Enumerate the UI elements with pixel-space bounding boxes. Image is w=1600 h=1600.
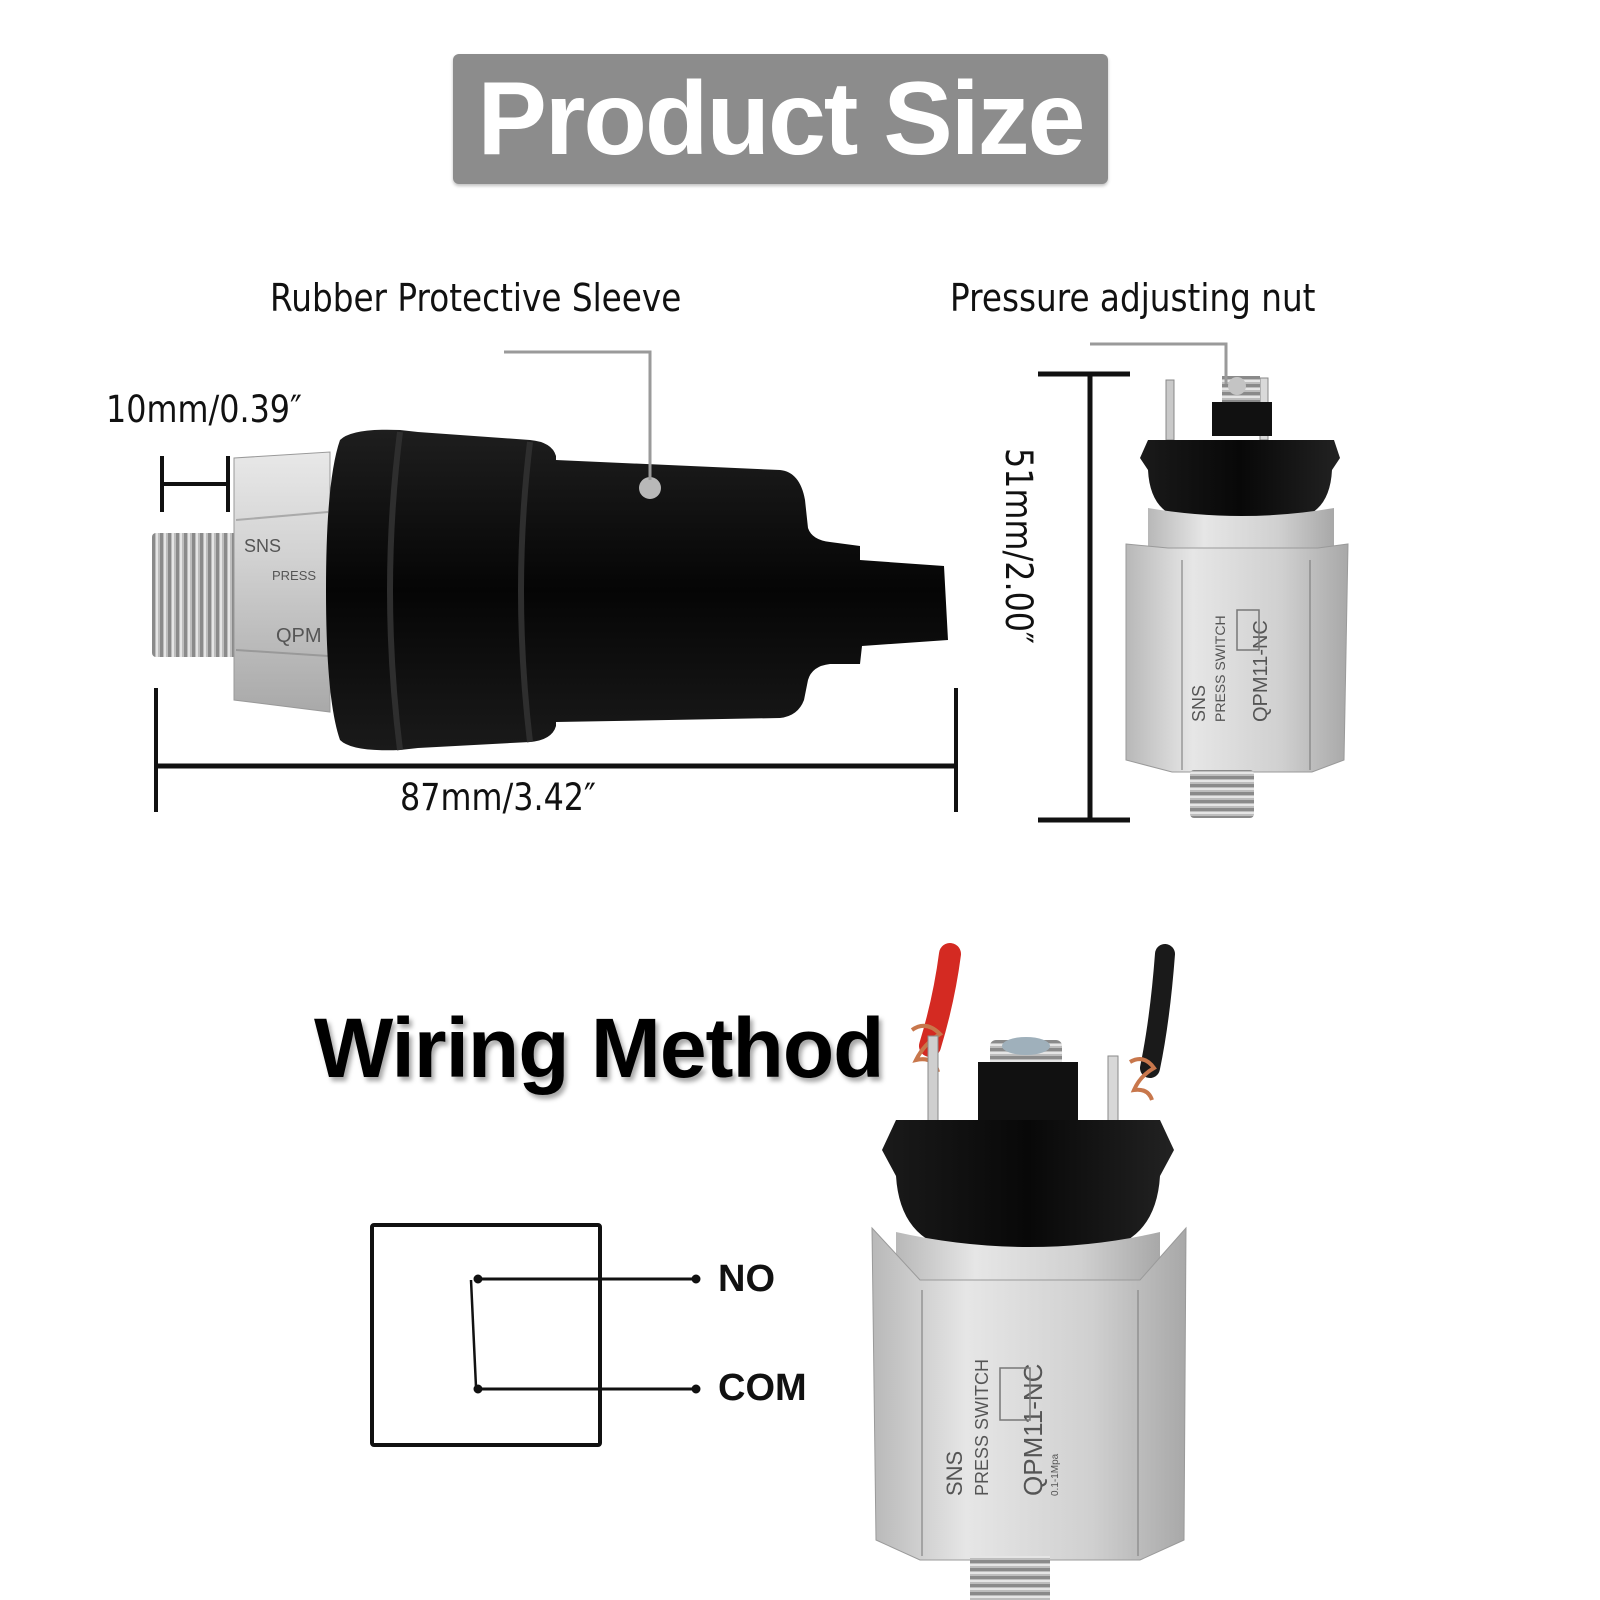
height-dimension-marker — [1038, 371, 1130, 823]
thread-dimension-marker — [160, 456, 230, 512]
nut-callout-line — [1090, 342, 1228, 384]
vertical-switch: SNS PRESS SWITCH QPM11-NC — [1125, 376, 1349, 818]
svg-text:QPM11-NC: QPM11-NC — [1250, 620, 1272, 722]
svg-text:PRESS SWITCH: PRESS SWITCH — [1212, 615, 1228, 722]
svg-text:SNS: SNS — [942, 1451, 967, 1496]
wiring-diagram — [370, 1223, 701, 1447]
total-length-dimension: 87mm/3.42″ — [400, 776, 596, 819]
svg-text:QPM: QPM — [276, 625, 322, 647]
svg-text:0.1-1Mpa: 0.1-1Mpa — [1050, 1453, 1061, 1496]
height-dimension: 51mm/2.00″ — [997, 448, 1040, 644]
page-title: Product Size — [477, 61, 1086, 177]
product-size-banner: Product Size — [453, 54, 1108, 184]
svg-text:PRESS: PRESS — [272, 568, 316, 583]
svg-text:SNS: SNS — [1189, 685, 1209, 722]
wired-switch: SNS PRESS SWITCH QPM11-NC 0.1-1Mpa — [871, 943, 1187, 1600]
horizontal-switch: SNS PRESS QPM — [152, 429, 948, 751]
sleeve-callout-line — [504, 350, 652, 480]
sleeve-callout-label: Rubber Protective Sleeve — [270, 276, 682, 320]
svg-text:SNS: SNS — [244, 536, 281, 556]
nut-callout-label: Pressure adjusting nut — [950, 276, 1316, 320]
thread-length-dimension: 10mm/0.39″ — [106, 388, 302, 431]
svg-text:QPM11-NC: QPM11-NC — [1018, 1364, 1048, 1496]
terminal-no-label: NO — [718, 1258, 775, 1300]
wiring-method-title: Wiring Method — [314, 1001, 884, 1095]
svg-text:PRESS SWITCH: PRESS SWITCH — [972, 1359, 992, 1496]
terminal-com-label: COM — [718, 1367, 807, 1409]
